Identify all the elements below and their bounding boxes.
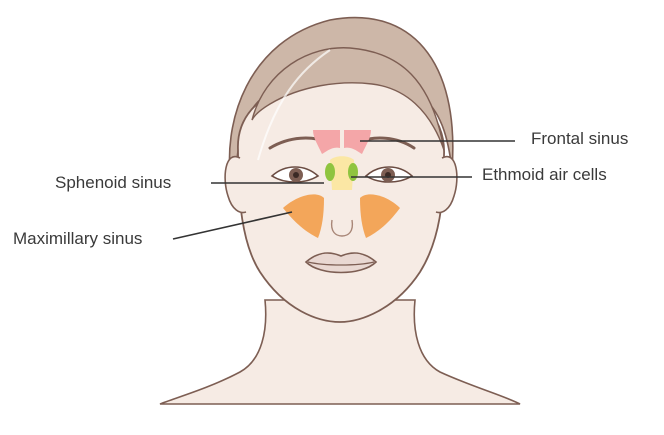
maxillary-sinus-label: Maximillary sinus bbox=[13, 229, 142, 249]
ethmoid-air-cells-label: Ethmoid air cells bbox=[482, 165, 607, 185]
frontal-sinus-label: Frontal sinus bbox=[531, 129, 628, 149]
sphenoid-sinus-label: Sphenoid sinus bbox=[55, 173, 171, 193]
ethmoid-cells-left bbox=[325, 163, 335, 181]
ethmoid-cells-right bbox=[348, 163, 358, 181]
face-outline bbox=[238, 80, 444, 322]
